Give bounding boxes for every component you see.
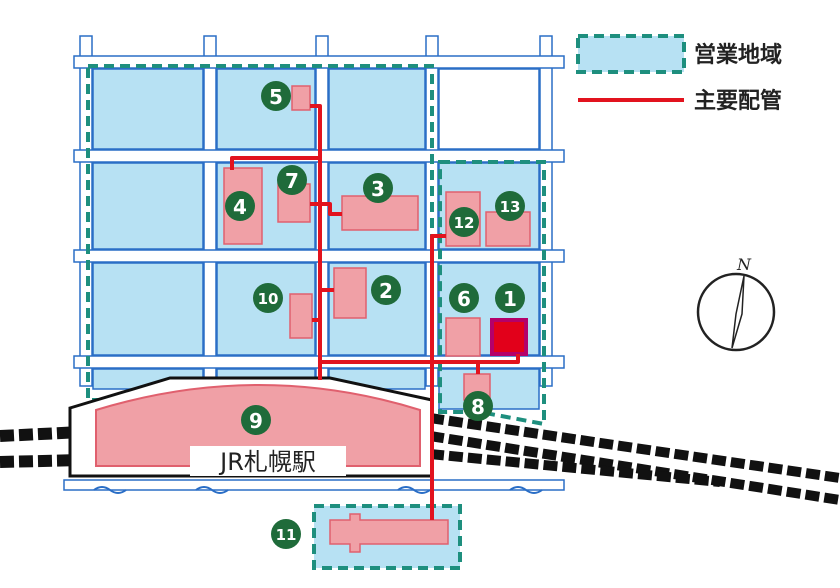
- marker-8: 8: [463, 391, 493, 421]
- map-break-marks: [93, 486, 543, 494]
- north-compass: N: [696, 255, 776, 352]
- marker-13: 13: [495, 191, 525, 221]
- svg-text:11: 11: [276, 526, 297, 544]
- svg-text:7: 7: [285, 169, 299, 193]
- marker-4: 4: [225, 191, 255, 221]
- railway-lines: [0, 413, 840, 505]
- svg-text:3: 3: [371, 177, 385, 201]
- marker-6: 6: [449, 283, 479, 313]
- svg-text:5: 5: [269, 85, 283, 109]
- legend: 営業地域 主要配管: [576, 34, 782, 114]
- marker-7: 7: [277, 165, 307, 195]
- marker-9: 9: [241, 405, 271, 435]
- svg-text:6: 6: [457, 287, 471, 311]
- svg-text:2: 2: [379, 279, 393, 303]
- building-5: [291, 85, 311, 111]
- svg-text:9: 9: [249, 409, 263, 433]
- legend-service-area-label: 営業地域: [694, 42, 782, 68]
- station-label-bg: [190, 446, 346, 476]
- building-10: [289, 293, 313, 339]
- block-outside-area: [438, 68, 540, 150]
- svg-text:12: 12: [454, 214, 475, 232]
- numbered-markers: 1 2 3 4 5 6 7 8 9 10 11 12 13: [225, 81, 525, 549]
- marker-12: 12: [449, 207, 479, 237]
- svg-text:10: 10: [258, 290, 279, 308]
- svg-text:4: 4: [233, 195, 247, 219]
- legend-main-pipe-label: 主要配管: [694, 88, 782, 114]
- marker-3: 3: [363, 173, 393, 203]
- building-2: [333, 267, 367, 319]
- compass-north-label: N: [736, 255, 752, 274]
- station-label: JR札幌駅: [218, 448, 316, 476]
- svg-text:8: 8: [471, 395, 485, 419]
- building-6: [445, 317, 481, 357]
- marker-10: 10: [253, 283, 283, 313]
- marker-2: 2: [371, 275, 401, 305]
- main-pipes: [230, 104, 520, 520]
- marker-1: 1: [495, 283, 525, 313]
- legend-service-area-swatch: [576, 34, 686, 74]
- marker-11: 11: [271, 519, 301, 549]
- marker-5: 5: [261, 81, 291, 111]
- svg-text:1: 1: [503, 287, 517, 311]
- svg-text:13: 13: [500, 198, 521, 216]
- building-11: [329, 513, 449, 553]
- energy-plant-1: [490, 318, 528, 356]
